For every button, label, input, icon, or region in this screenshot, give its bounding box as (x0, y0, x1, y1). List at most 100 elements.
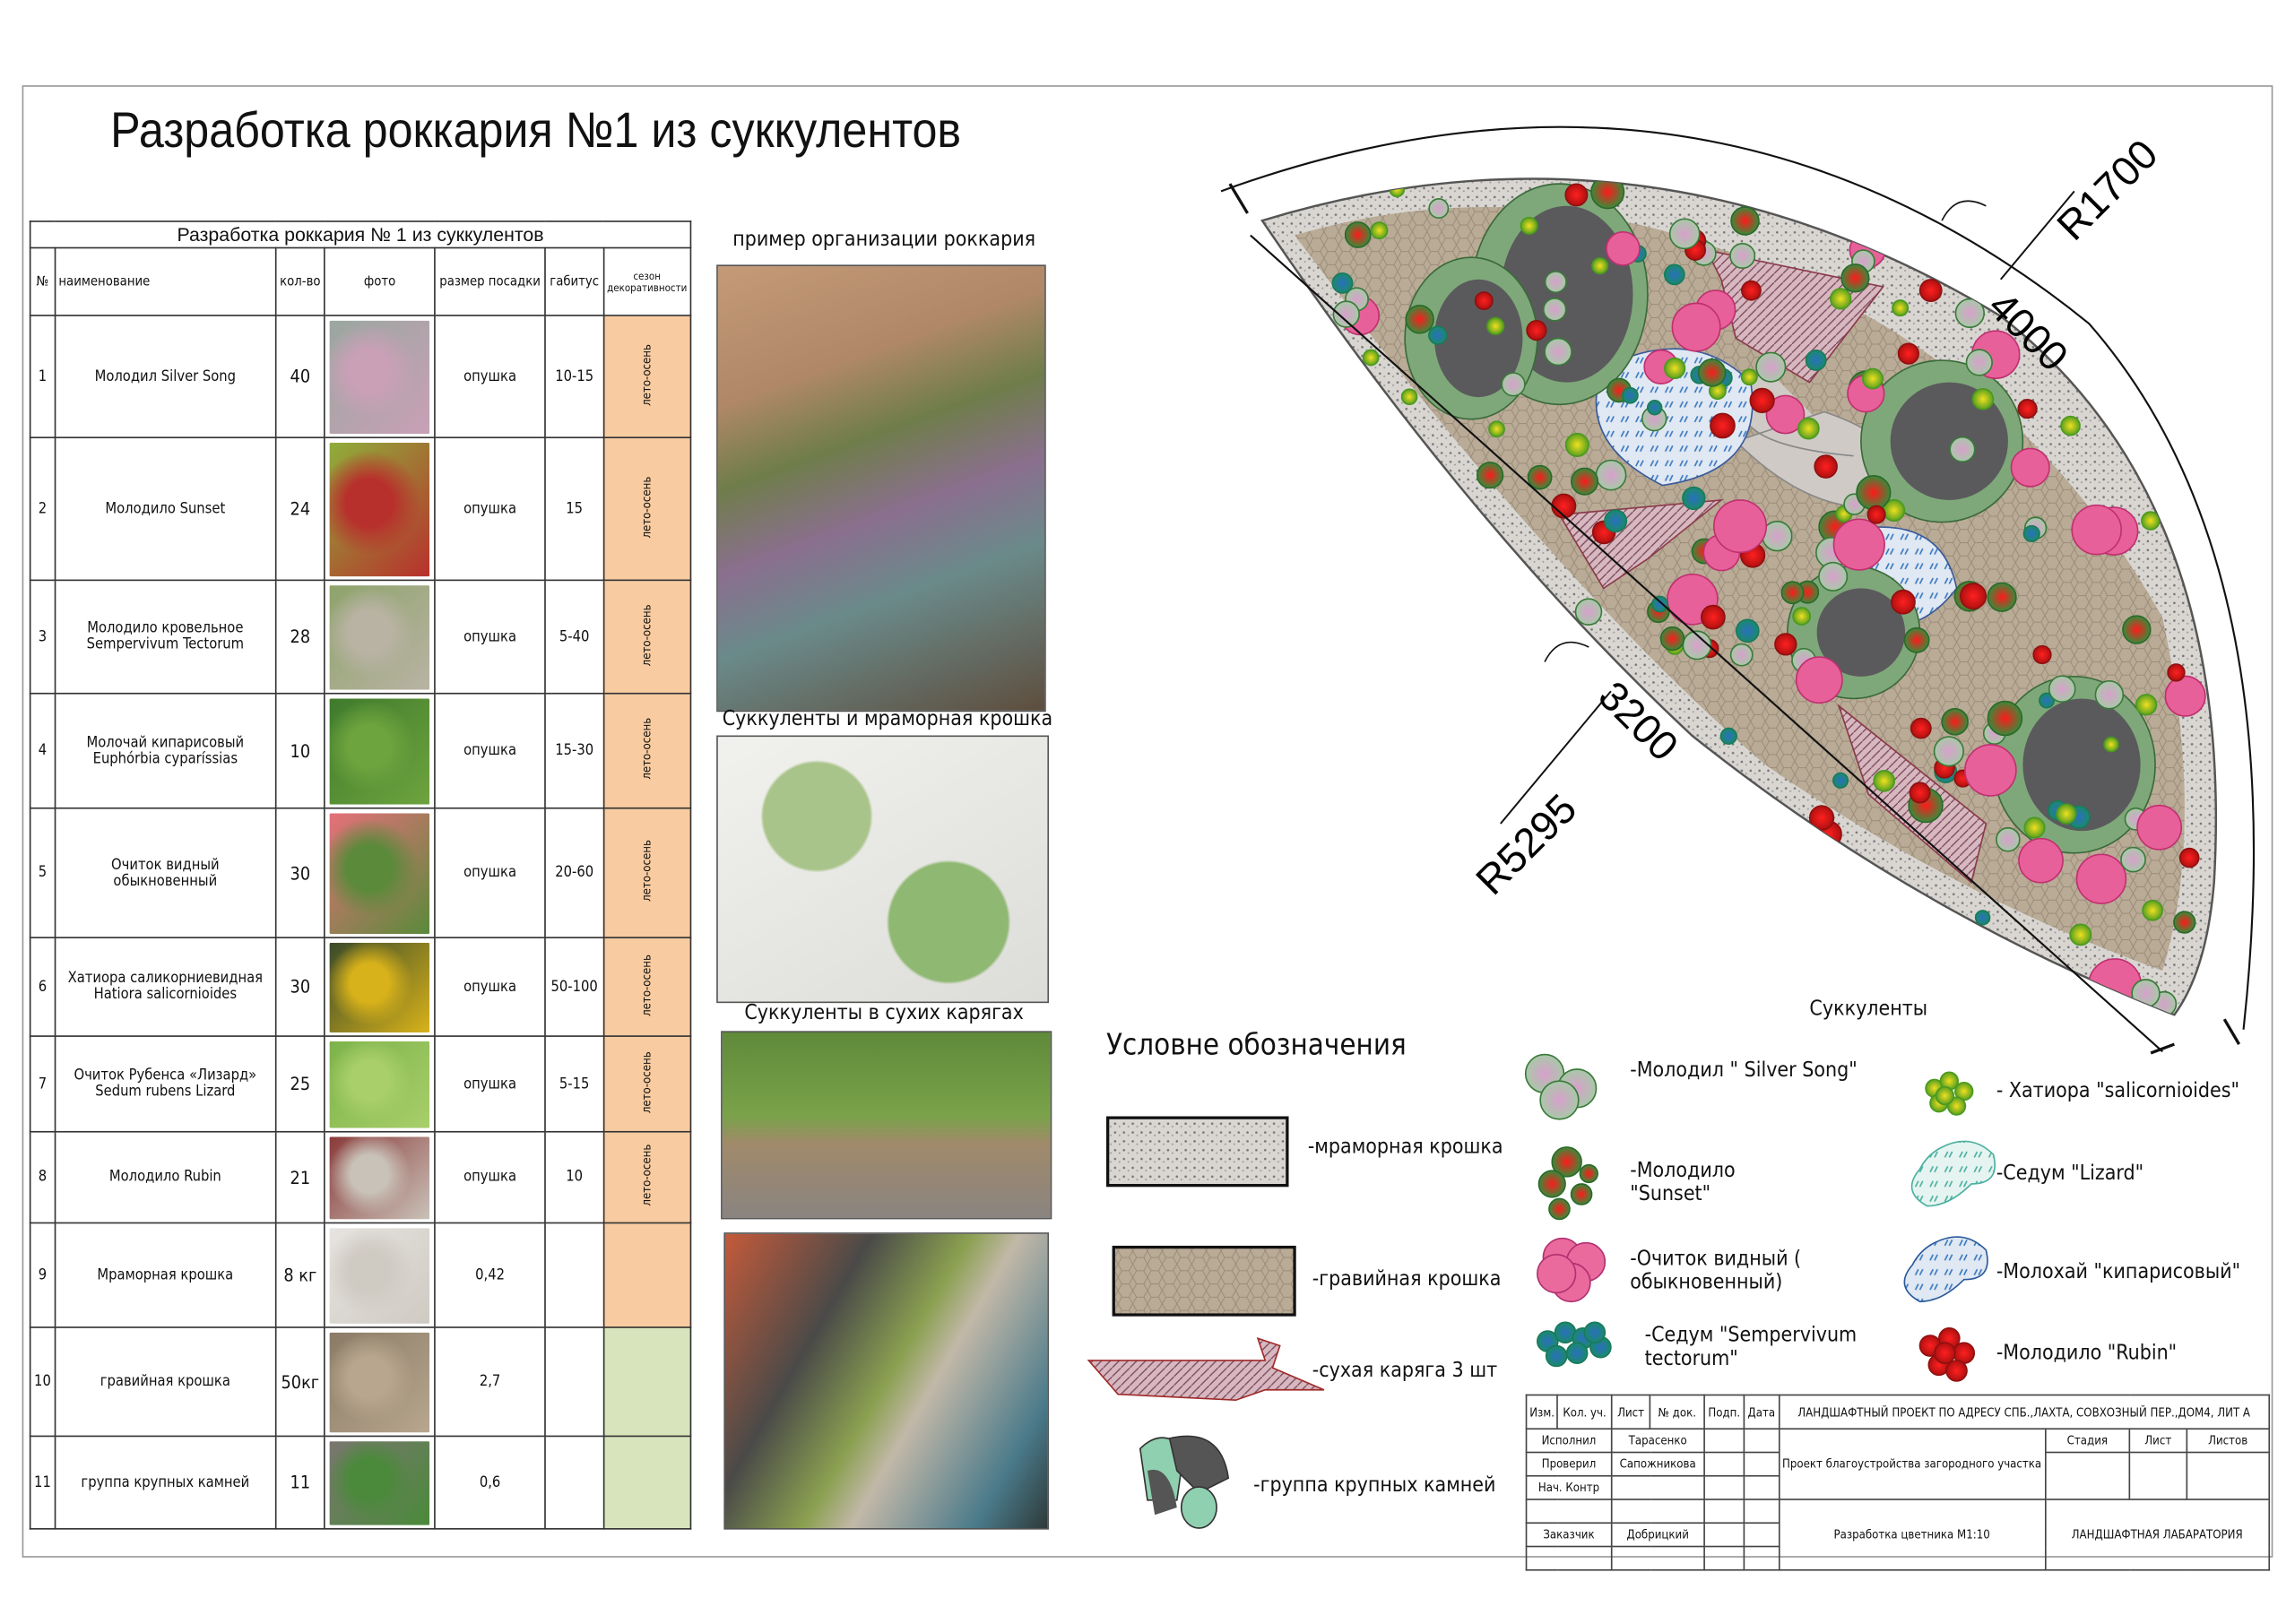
silver-song-plant (2120, 846, 2146, 873)
sedum-spectabile-plant (1795, 656, 1843, 704)
cell-photo (324, 1035, 436, 1133)
cell-quantity: 24 (274, 436, 326, 582)
cell-number: 11 (29, 1435, 56, 1530)
sunset-plant (1780, 581, 1805, 605)
rubin-plant (1526, 319, 1547, 341)
rubin-plant (1701, 604, 1726, 630)
sunset-plant (1941, 707, 1969, 736)
sunset-photo (329, 442, 430, 576)
hatiora-plant (1564, 432, 1589, 457)
tb-name: Сапожникова (1610, 1451, 1705, 1477)
marble-photo (329, 1227, 430, 1324)
hatiora-plant (1486, 316, 1505, 336)
legend-title: Условне обозначения (1106, 1026, 1407, 1062)
cell-name: Мраморная крошка (54, 1222, 277, 1328)
page-title: Разработка роккария №1 из суккулентов (110, 102, 962, 160)
cell-habit: 15 (544, 436, 604, 582)
sunset-plant (1477, 462, 1504, 489)
silver-song-plant (1755, 351, 1787, 383)
cell-name: Очиток видный обыкновенный (54, 807, 277, 938)
cell-season: лето-осень (602, 315, 692, 439)
tectorum-plant (2039, 692, 2056, 709)
silver-song-plant (2094, 680, 2125, 710)
cell-size: опушка (433, 579, 547, 695)
hatiora-plant (2056, 803, 2077, 825)
dimension-r5295: R5295 (1467, 785, 1585, 903)
sunset-plant (2122, 615, 2152, 644)
hatiora-plant (1400, 388, 1418, 406)
rubin-plant (1909, 782, 1931, 804)
hatiora-plant (1971, 388, 1995, 410)
tectorum-plant (1621, 386, 1639, 404)
stones-swatch (1139, 1435, 1230, 1529)
photo-caption-3: Суккуленты в сухих карягах (744, 1001, 1024, 1025)
sunset-symbol (1551, 1146, 1582, 1178)
tectorum-plant (2022, 524, 2040, 543)
sunset-plant (1527, 464, 1553, 490)
lizard-symbol (1910, 1140, 1996, 1207)
rubin-plant (1918, 279, 1943, 302)
succulents-legend-title: Суккуленты (1809, 997, 1928, 1021)
cell-habit (544, 1326, 604, 1438)
tb-org: ЛАНДШАФТНАЯ ЛАБАРАТОРИЯ (2044, 1499, 2271, 1571)
cell-quantity: 28 (274, 579, 326, 695)
tectorum-symbol (1583, 1321, 1606, 1344)
sunset-plant (1697, 358, 1727, 387)
silver-song-plant (1544, 337, 1572, 367)
photo-caption-1: пример организации роккария (732, 228, 1036, 252)
cell-quantity: 8 кг (274, 1222, 326, 1328)
sunset-symbol (1579, 1163, 1598, 1184)
rubin-plant (1891, 589, 1916, 615)
hatiora-plant (1892, 299, 1910, 317)
silver-song-plant (1332, 300, 1360, 328)
tb-role: Проверил (1525, 1451, 1613, 1477)
rockery-example-photo (716, 264, 1046, 713)
silver-song-plant (1682, 630, 1712, 661)
tectorum-symbol (1545, 1344, 1568, 1368)
tb-address: ЛАНДШАФТНЫЙ ПРОЕКТ ПО АДРЕСУ СПБ.,ЛАХТА,… (1778, 1394, 2271, 1430)
table-caption: Разработка роккария № 1 из суккулентов (29, 220, 692, 249)
silver-song-plant (2131, 979, 2161, 1008)
cell-habit: 10-15 (544, 315, 604, 439)
sunset-plant (1903, 626, 1930, 653)
silver-song-plant (1501, 372, 1526, 397)
hatiora-plant (1370, 221, 1389, 240)
hatiora-plant (1740, 368, 1758, 386)
euphorbia-symbol (1903, 1236, 1988, 1303)
hatiora-plant (2069, 923, 2092, 946)
cell-size: опушка (433, 807, 547, 938)
cell-number: 8 (29, 1130, 56, 1224)
tectorum-plant (1604, 509, 1628, 533)
cell-photo (324, 937, 436, 1037)
cell-photo (324, 1326, 436, 1438)
cell-size: 0,6 (433, 1435, 547, 1530)
cell-habit: 5-15 (544, 1035, 604, 1133)
stone (1890, 382, 2008, 500)
silver-song-plant (1729, 242, 1756, 270)
cell-photo (324, 692, 436, 809)
legend-tectorum: -Седум "Sempervivum tectorum" (1644, 1323, 1858, 1371)
silver-song-photo (329, 319, 430, 434)
cell-photo (324, 579, 436, 695)
sunset-plant (1405, 305, 1434, 334)
hatiora-plant (1591, 257, 1609, 275)
hatiora-plant (1664, 357, 1686, 380)
rubin-photo (329, 1136, 430, 1219)
title-block: Изм. Кол. уч. Лист № док. Подп. Дата ЛАН… (1525, 1394, 2271, 1571)
tectorum-plant (1331, 272, 1354, 294)
cell-size: опушка (433, 436, 547, 582)
silver-song-plant (1933, 736, 1965, 767)
driftwood-succulents-photo (721, 1031, 1052, 1220)
silver-song-plant (1995, 826, 2021, 852)
silver-song-plant (1965, 349, 1993, 376)
tb-header: Дата (1743, 1394, 1780, 1430)
cell-quantity: 10 (274, 692, 326, 809)
rubin-plant (1866, 505, 1886, 524)
tectorum-plant (1682, 486, 1706, 511)
cell-photo (324, 436, 436, 582)
tb-header: Изм. (1525, 1394, 1559, 1430)
